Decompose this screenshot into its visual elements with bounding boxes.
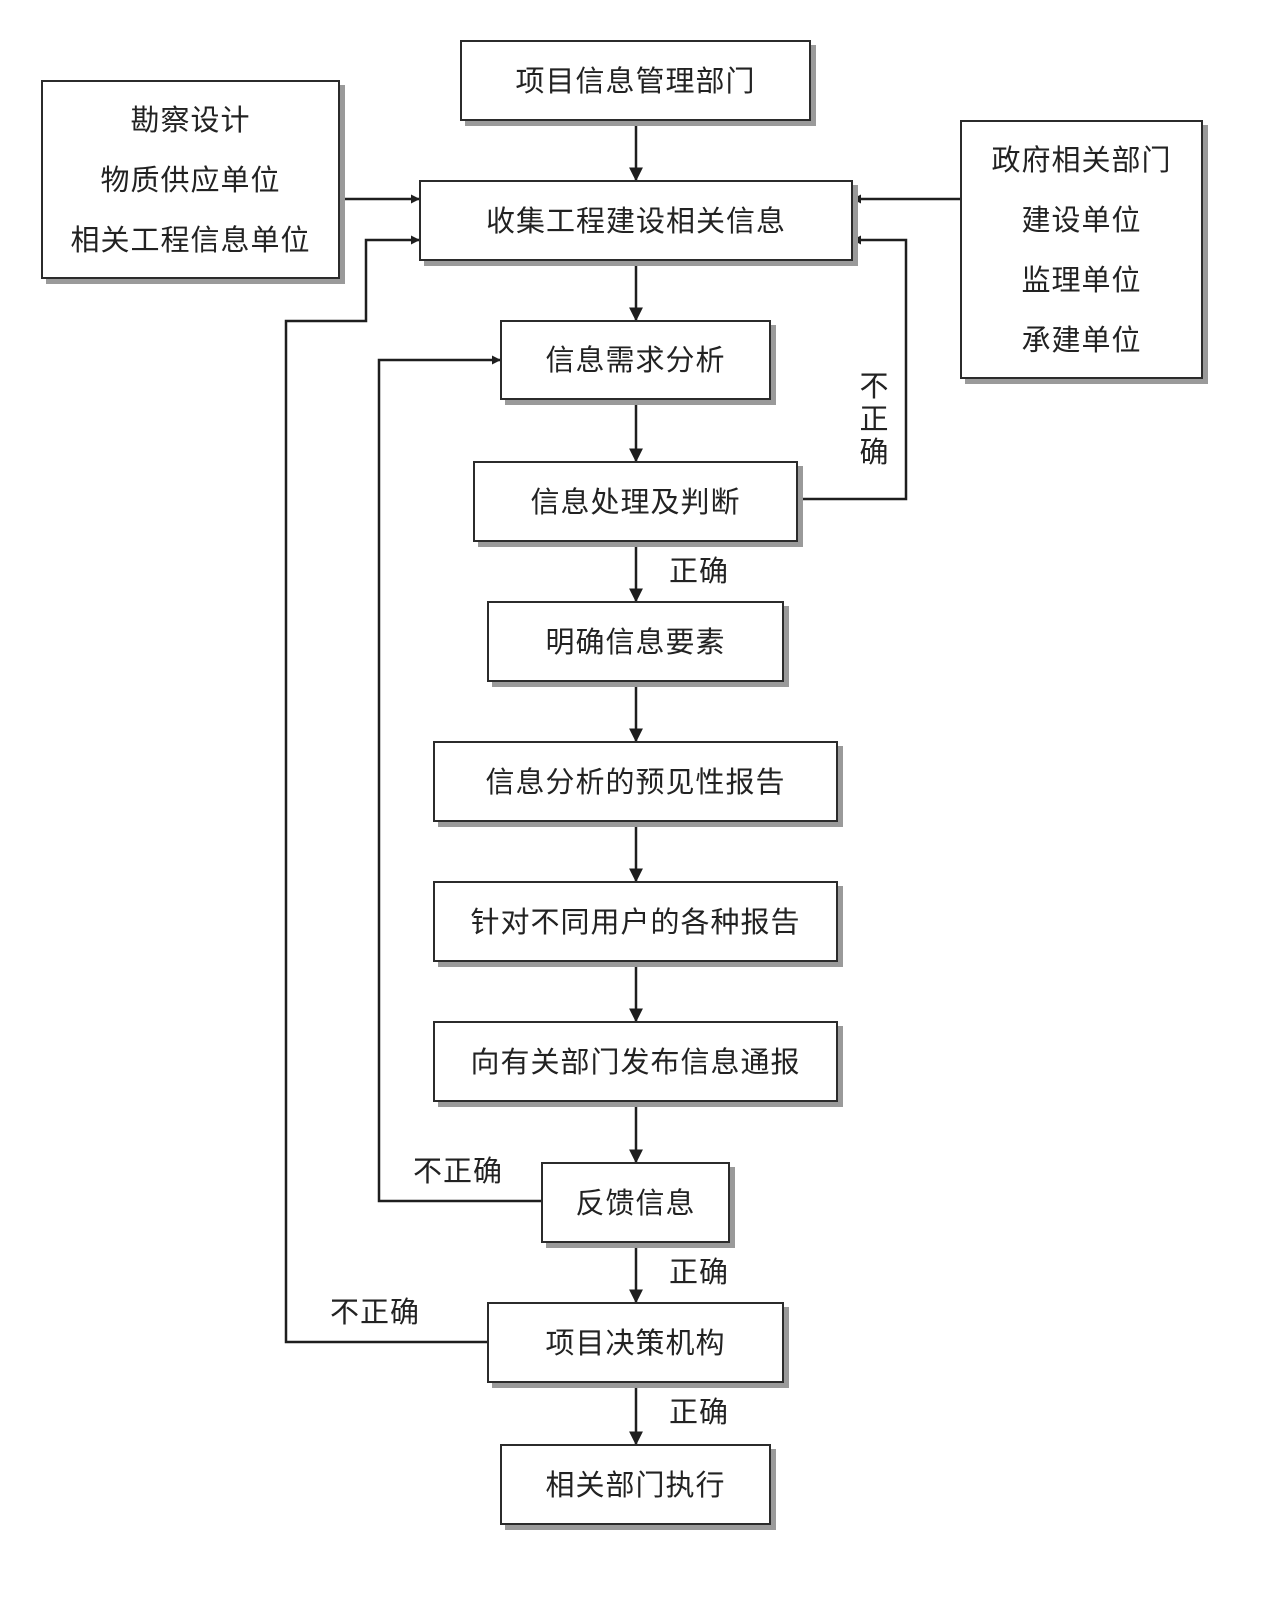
incorrect-char-2: 正 [859, 402, 889, 436]
project-info-dept-label: 项目信息管理部门 [515, 63, 756, 98]
needs-analysis-box: 信息需求分析 [500, 320, 771, 400]
predictive-report-label: 信息分析的预见性报告 [485, 764, 786, 799]
needs-analysis-label: 信息需求分析 [545, 343, 726, 377]
incorrect-char-3: 确 [859, 435, 889, 469]
incorrect-feedback-label: 不正确 [413, 1154, 504, 1188]
decision-body-label: 项目决策机构 [545, 1325, 726, 1360]
left-source-2: 物质供应单位 [100, 162, 281, 197]
correct-after-processing-label: 正确 [669, 554, 730, 588]
left-source-3: 相关工程信息单位 [70, 222, 311, 257]
execution-box: 相关部门执行 [500, 1444, 771, 1525]
right-source-3: 监理单位 [1021, 262, 1142, 297]
incorrect-decision-label: 不正确 [330, 1295, 421, 1329]
processing-judgment-box: 信息处理及判断 [473, 461, 798, 542]
user-reports-label: 针对不同用户的各种报告 [470, 904, 801, 939]
processing-judgment-label: 信息处理及判断 [530, 484, 741, 519]
left-source-1: 勘察设计 [130, 102, 251, 137]
correct-after-feedback-label: 正确 [669, 1255, 730, 1289]
right-source-4: 承建单位 [1021, 322, 1142, 357]
predictive-report-box: 信息分析的预见性报告 [433, 741, 838, 822]
execution-label: 相关部门执行 [545, 1467, 726, 1502]
decision-body-box: 项目决策机构 [487, 1302, 784, 1383]
right-sources-box: 政府相关部门 建设单位 监理单位 承建单位 [960, 120, 1203, 379]
loop-decision-incorrect [284, 235, 487, 1344]
right-source-1: 政府相关部门 [991, 142, 1172, 177]
project-info-dept-box: 项目信息管理部门 [460, 40, 811, 121]
collect-info-box: 收集工程建设相关信息 [419, 180, 853, 261]
left-sources-box: 勘察设计 物质供应单位 相关工程信息单位 [41, 80, 340, 279]
clarify-elements-box: 明确信息要素 [487, 601, 784, 682]
feedback-label: 反馈信息 [575, 1185, 696, 1220]
publish-bulletin-label: 向有关部门发布信息通报 [470, 1044, 801, 1079]
publish-bulletin-box: 向有关部门发布信息通报 [433, 1021, 838, 1102]
right-source-2: 建设单位 [1021, 202, 1142, 237]
collect-info-label: 收集工程建设相关信息 [485, 203, 786, 238]
loop-feedback-incorrect [377, 355, 541, 1203]
incorrect-char-1: 不 [859, 369, 889, 403]
user-reports-box: 针对不同用户的各种报告 [433, 881, 838, 962]
loop-processing-incorrect [798, 235, 908, 501]
feedback-box: 反馈信息 [541, 1162, 730, 1243]
incorrect-vertical-label: 不 正 确 [857, 370, 891, 469]
clarify-elements-label: 明确信息要素 [545, 624, 726, 659]
correct-after-decision-label: 正确 [669, 1395, 730, 1429]
